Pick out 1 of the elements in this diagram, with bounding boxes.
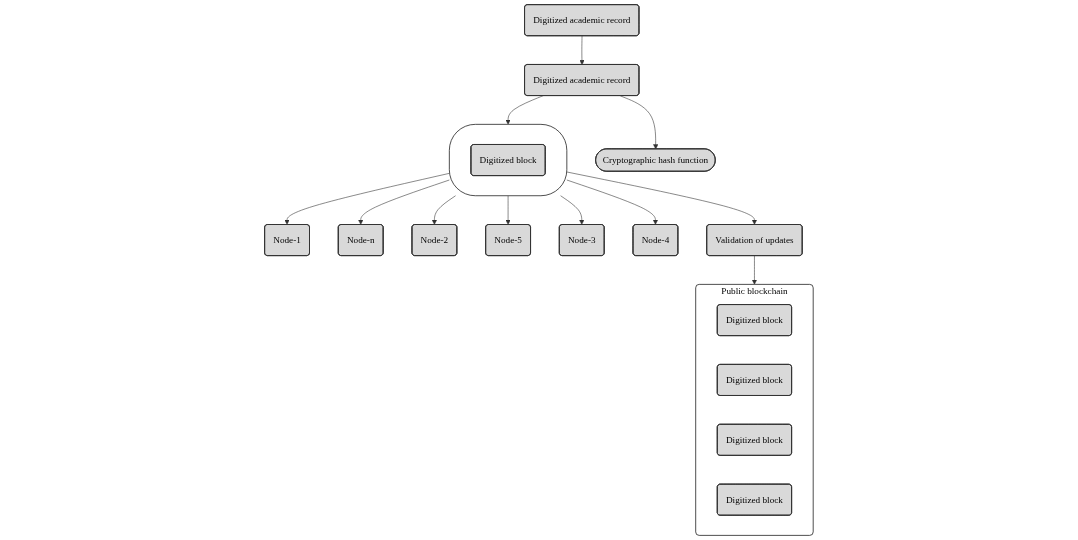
cluster bbox=[449, 123, 568, 197]
